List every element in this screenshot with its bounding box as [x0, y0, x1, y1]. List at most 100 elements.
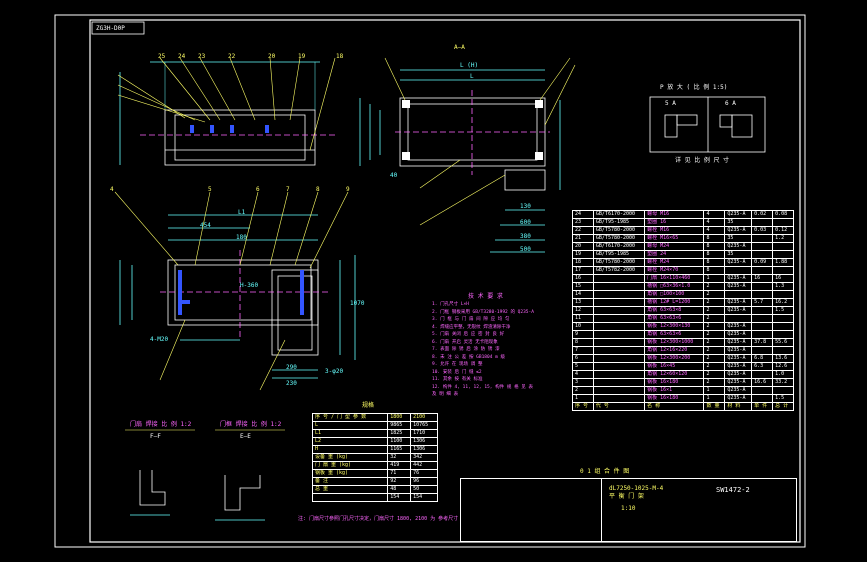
- parts-cell: 35: [724, 250, 753, 259]
- parts-cell: [751, 370, 774, 379]
- spec-cell: H: [311, 445, 389, 454]
- parts-cell: 1.2: [772, 234, 794, 243]
- parts-cell: 钢板 12×300×200: [644, 354, 705, 363]
- parts-cell: 3: [572, 378, 594, 387]
- spec-cell: 71: [387, 469, 412, 478]
- parts-cell: [592, 370, 646, 379]
- title-scale: 1:10: [621, 505, 636, 512]
- parts-header: 名 称: [644, 402, 705, 411]
- parts-cell: 1.3: [772, 282, 794, 291]
- parts-cell: 0.02: [751, 210, 774, 219]
- parts-cell: 角钢 63×63×8: [644, 306, 705, 315]
- callout-7: 7: [286, 186, 290, 193]
- spec-cell: 9865: [387, 421, 412, 430]
- parts-cell: 10: [572, 322, 594, 331]
- note-line: 7. 表面 除 锈 后 涂 防 锈 漆: [432, 347, 500, 352]
- parts-cell: Q235-A: [724, 338, 753, 347]
- note-line: 11. 其余 按 有关 标准: [432, 377, 483, 382]
- parts-cell: 16: [772, 274, 794, 283]
- parts-cell: 8: [703, 242, 726, 251]
- parts-cell: Q235-A: [724, 298, 753, 307]
- parts-cell: 螺栓 M24: [644, 258, 705, 267]
- callout-25: 25: [158, 53, 166, 60]
- spec-cell: 1710: [410, 429, 438, 438]
- parts-cell: 螺栓 M16: [644, 226, 705, 235]
- parts-cell: 22: [572, 226, 594, 235]
- parts-cell: [751, 346, 774, 355]
- parts-cell: 13.6: [772, 354, 794, 363]
- spec-cell: 96: [410, 477, 438, 486]
- parts-cell: 2: [703, 322, 726, 331]
- notes-block: 1. 门孔尺寸 L×H 2. 门框 钢板采用 GB/T3280-1992 的 Q…: [432, 301, 562, 399]
- spec-cell: 48: [387, 485, 412, 494]
- parts-cell: [751, 242, 774, 251]
- parts-cell: 钢板 12×300×1000: [644, 338, 705, 347]
- parts-cell: 8: [703, 250, 726, 259]
- parts-header: 序 号: [572, 402, 594, 411]
- spec-cell: 备 注: [311, 477, 389, 486]
- spec-cell: 76: [410, 469, 438, 478]
- parts-header: 代 号: [592, 402, 646, 411]
- parts-header: 总 计: [772, 402, 794, 411]
- parts-cell: [724, 314, 753, 323]
- parts-cell: [751, 250, 774, 259]
- callout-22: 22: [228, 53, 236, 60]
- parts-cell: 门扇 16×110×460: [644, 274, 705, 283]
- parts-cell: [751, 234, 774, 243]
- detail-title-right: 门框 焊接 比 例 1:2: [220, 421, 282, 428]
- callout-5: 5: [208, 186, 212, 193]
- view-label-f: F—F: [150, 433, 161, 440]
- parts-cell: 0.08: [772, 210, 794, 219]
- parts-cell: 1: [703, 394, 726, 403]
- dim-l: L: [470, 73, 474, 80]
- callout-23: 23: [198, 53, 206, 60]
- dim-230: 230: [286, 380, 297, 387]
- parts-cell: [751, 330, 774, 339]
- parts-cell: [592, 306, 646, 315]
- spec-header: 序 号 / 门 型 参 数: [311, 413, 389, 422]
- parts-cell: 1.0: [772, 370, 794, 379]
- parts-cell: [724, 290, 753, 299]
- parts-cell: [592, 290, 646, 299]
- parts-cell: 8: [703, 258, 726, 267]
- parts-cell: [772, 314, 794, 323]
- parts-cell: Q235-A: [724, 210, 753, 219]
- parts-cell: [592, 282, 646, 291]
- spec-cell: 1306: [410, 437, 438, 446]
- parts-cell: 螺栓 M24×70: [644, 266, 705, 275]
- parts-cell: 2: [703, 330, 726, 339]
- parts-cell: 2: [703, 370, 726, 379]
- parts-cell: Q235-A: [724, 242, 753, 251]
- spec-cell: 32: [387, 453, 412, 462]
- parts-cell: 垫圈 24: [644, 250, 705, 259]
- parts-cell: Q235-A: [724, 274, 753, 283]
- parts-cell: 钢板 16×1: [644, 386, 705, 395]
- parts-cell: [772, 250, 794, 259]
- dim-4m20: 4-M20: [150, 336, 169, 343]
- parts-cell: 螺母 M24: [644, 242, 705, 251]
- parts-cell: [772, 242, 794, 251]
- parts-cell: [592, 338, 646, 347]
- parts-cell: 2: [703, 314, 726, 323]
- parts-cell: 21: [572, 234, 594, 243]
- dim-290: 290: [286, 364, 297, 371]
- notes-title: 技 术 要 求: [468, 293, 503, 300]
